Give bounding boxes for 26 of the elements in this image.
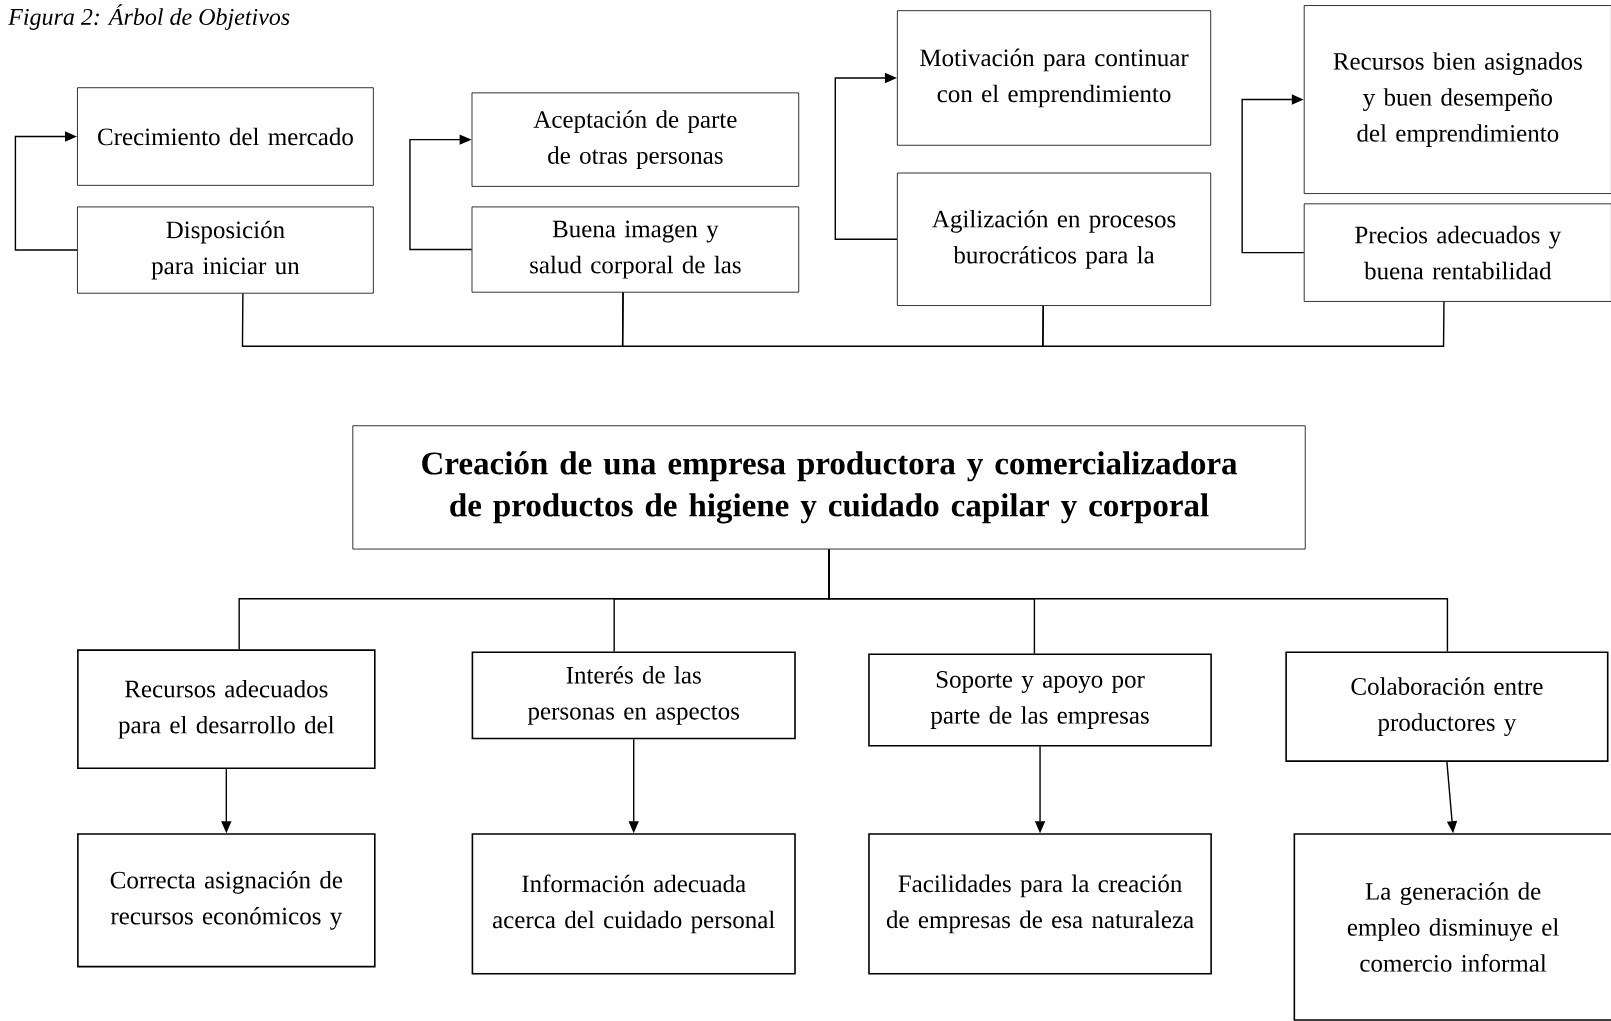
objective-box: Facilidades para la creación de empresas de esa naturaleza — [868, 833, 1212, 975]
objective-box: Información adecuada acerca del cuidado personal — [471, 833, 796, 975]
objective-box: Recursos bien asignados y buen desempeño del emprendimiento — [1303, 5, 1611, 194]
arrow — [14, 131, 78, 251]
objective-box: Colaboración entre productores y — [1285, 651, 1609, 762]
arrow — [834, 72, 898, 240]
objective-box: La generación de empleo disminuye el comercio informal — [1293, 833, 1611, 1021]
objective-box: Interés de las personas en aspectos — [471, 651, 796, 740]
objective-box: Agilización en procesos burocráticos para la — [896, 172, 1212, 306]
objective-box: Aceptación de parte de otras personas — [471, 92, 800, 187]
objective-box: Buena imagen y salud corporal de las — [471, 206, 800, 293]
connector-line — [828, 548, 1449, 653]
connector-line — [241, 291, 624, 347]
objective-box: Disposición para iniciar un — [77, 206, 374, 294]
objective-box: Correcta asignación de recursos económicos y — [77, 833, 376, 968]
connector-line — [621, 291, 1044, 347]
arrow — [409, 134, 473, 251]
figure-title: Figura 2: Árbol de Objetivos — [8, 4, 290, 30]
objective-box: Crecimiento del mercado — [77, 87, 374, 186]
connector-line — [1042, 301, 1445, 347]
objective-box: Motivación para continuar con el emprendimiento — [896, 10, 1212, 146]
objective-box: Soporte y apoyo por parte de las empresas — [868, 653, 1212, 747]
objective-box: Recursos adecuados para el desarrollo del — [77, 649, 376, 770]
arrow — [1241, 94, 1305, 254]
goal-box: Creación de una empresa productora y comercializadora de productos de higiene y cuidado capilar y corporal — [352, 425, 1306, 550]
objective-box: Precios adecuados y buena rentabilidad — [1303, 203, 1611, 302]
